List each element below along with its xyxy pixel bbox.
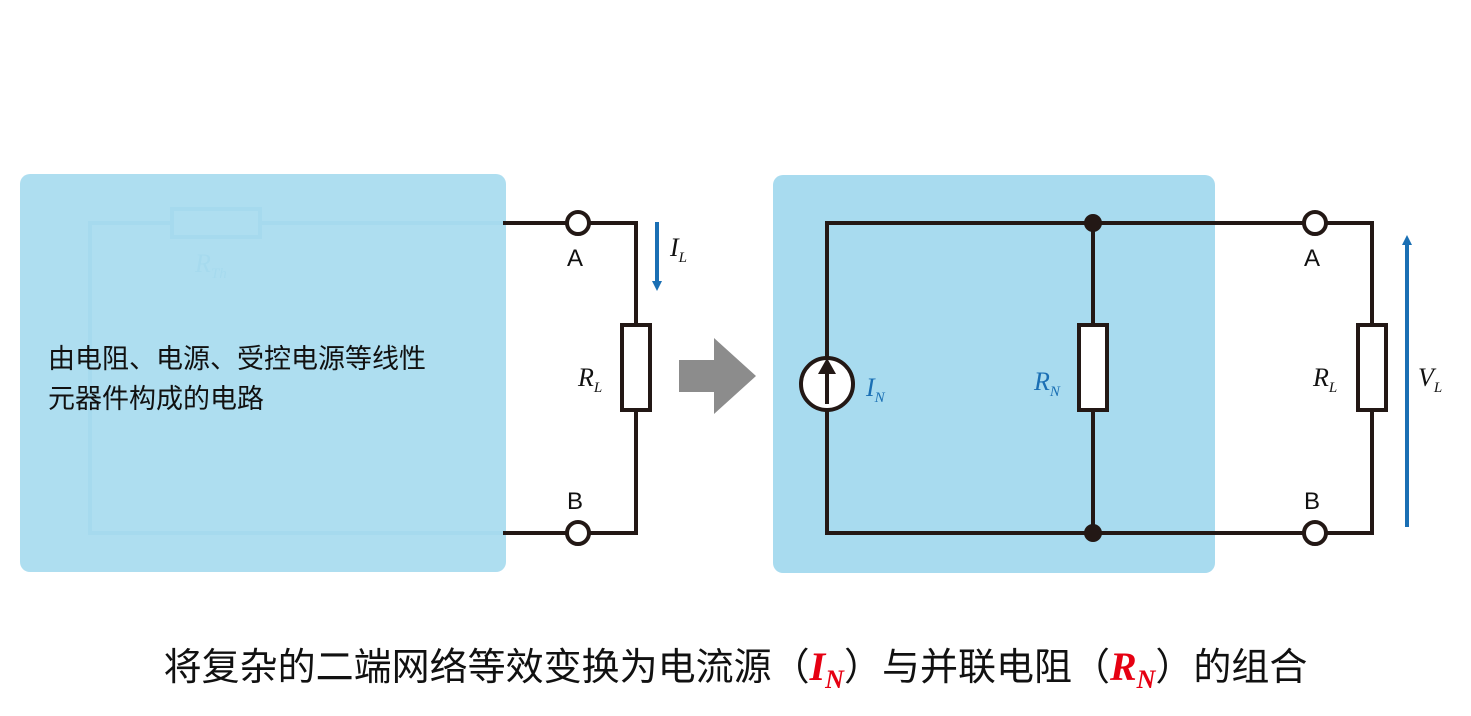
norton-resistor-label: RN bbox=[1033, 367, 1061, 400]
description-line-2: 元器件构成的电路 bbox=[48, 384, 264, 415]
current-source-arrowhead-icon bbox=[818, 358, 836, 374]
caption-part-2: ）与并联电阻（ bbox=[843, 645, 1110, 689]
junction-top bbox=[1084, 214, 1102, 232]
left-output-wire-top bbox=[503, 221, 638, 325]
norton-resistor bbox=[1077, 323, 1109, 412]
terminal-b-right bbox=[1302, 520, 1328, 546]
terminal-b-right-label: B bbox=[1304, 488, 1320, 515]
left-output-wire-bottom bbox=[503, 410, 638, 535]
norton-wire-left-loop bbox=[825, 221, 1303, 535]
load-label-left: RL bbox=[577, 363, 602, 396]
network-panel-left bbox=[20, 174, 506, 572]
voltage-label: VL bbox=[1418, 363, 1442, 396]
caption-in-symbol: IN bbox=[809, 644, 844, 694]
terminal-a-right bbox=[1302, 210, 1328, 236]
load-label-right: RL bbox=[1312, 363, 1337, 396]
description-line-1: 由电阻、电源、受控电源等线性 bbox=[48, 344, 426, 375]
terminal-a-right-label: A bbox=[1304, 245, 1320, 272]
norton-wire-load-branch bbox=[1327, 221, 1374, 535]
right-circuit: IN RN A B RL VL bbox=[773, 175, 1442, 573]
junction-bottom bbox=[1084, 524, 1102, 542]
source-label: IN bbox=[865, 373, 886, 406]
network-description: 由电阻、电源、受控电源等线性 元器件构成的电路 bbox=[48, 340, 426, 420]
caption-part-1: 将复杂的二端网络等效变换为电流源（ bbox=[163, 645, 810, 689]
network-panel-right bbox=[773, 175, 1215, 573]
caption: 将复杂的二端网络等效变换为电流源（IN）与并联电阻（RN）的组合 bbox=[0, 636, 1471, 695]
caption-rn-symbol: RN bbox=[1109, 644, 1156, 694]
terminal-b-left bbox=[565, 520, 591, 546]
caption-part-3: ）的组合 bbox=[1155, 645, 1308, 689]
terminal-a-left bbox=[565, 210, 591, 236]
current-label-left: IL bbox=[669, 233, 687, 266]
transform-arrow bbox=[679, 338, 756, 414]
left-circuit: RTh A B RL IL bbox=[20, 174, 687, 572]
terminal-b-left-label: B bbox=[567, 488, 583, 515]
load-resistor-left bbox=[620, 323, 652, 412]
terminal-a-left-label: A bbox=[567, 245, 583, 272]
load-resistor-right bbox=[1356, 323, 1388, 412]
